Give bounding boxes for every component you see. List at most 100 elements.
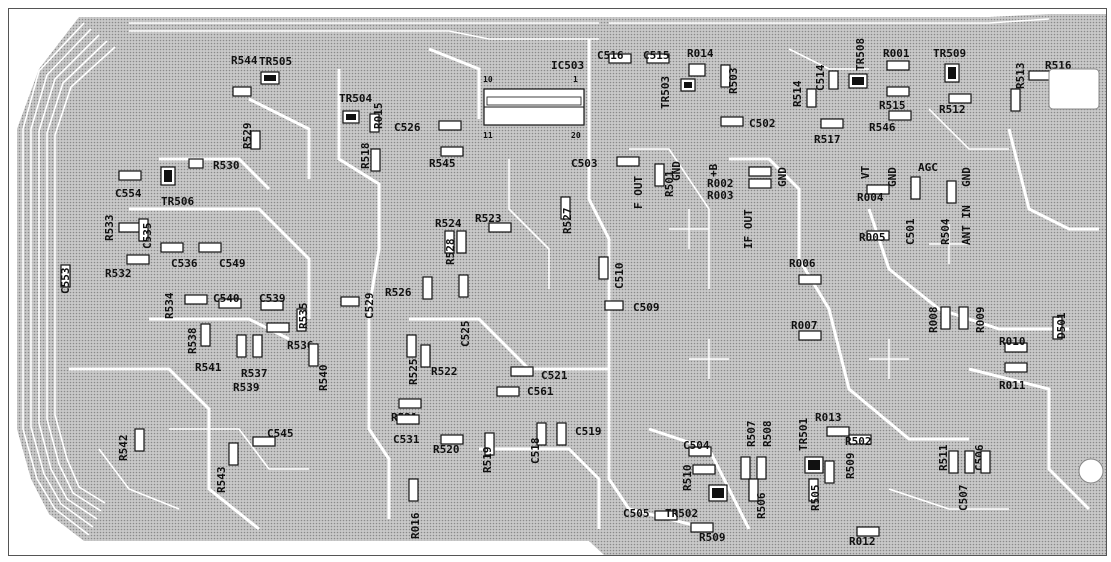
r533-label: R533 (103, 215, 116, 242)
c519-pad (556, 422, 567, 446)
r514-label: R514 (791, 80, 804, 107)
r527-pad (560, 196, 571, 220)
component-c536: C536 (160, 242, 198, 270)
component-r524: R524 (435, 217, 462, 254)
r526-pad (422, 276, 433, 300)
r524-pad (444, 230, 455, 254)
component-r003: R003 (707, 178, 772, 202)
c509-label: C509 (633, 301, 660, 314)
component-r007: R007 (791, 319, 822, 341)
component-r511: R511 (937, 444, 959, 474)
component-c518: C518 (529, 422, 547, 464)
net-agc: AGC (918, 161, 938, 174)
r003-pad (748, 178, 772, 189)
net-vt: VT (859, 165, 872, 179)
r006-pad (798, 274, 822, 285)
net-plus-b: +B (707, 163, 720, 177)
c554-pad (118, 170, 142, 181)
r533-pad (118, 222, 142, 233)
r013-pad (826, 426, 850, 437)
r522-label: R522 (431, 365, 458, 378)
r501-pad (654, 163, 665, 187)
c536-label: C536 (171, 257, 198, 270)
r506-label: R506 (755, 492, 768, 519)
r517-label: R517 (814, 133, 841, 146)
r505-pad (808, 478, 819, 502)
net-f-out: F OUT (632, 176, 645, 209)
component-r512: R512 (939, 93, 972, 116)
c539-pad (260, 300, 284, 311)
r509-pad (824, 460, 835, 484)
component-tr503: TR503 (659, 76, 696, 109)
component-r534: R534 (163, 292, 208, 319)
r001-pad (886, 60, 910, 71)
r513-label: R513 (1014, 63, 1027, 90)
r007-label: R007 (791, 319, 818, 332)
r513-pad (1010, 88, 1021, 112)
net-gnd-4: GND (960, 167, 973, 187)
r532-label: R532 (105, 267, 132, 280)
r545-pad (440, 146, 464, 157)
outline-traces (22, 18, 1050, 536)
r502-label: R502 (845, 435, 872, 448)
r011-label: R011 (999, 379, 1026, 392)
c504-pad (688, 446, 712, 457)
component-r515: R515 (879, 86, 910, 112)
c507-label: C507 (957, 485, 970, 512)
ic-pin-1: 1 (573, 75, 578, 84)
c545-pad (252, 436, 276, 447)
tr505-label: TR505 (259, 55, 292, 68)
component-tr505: TR505 (259, 55, 292, 85)
c561-pad (496, 386, 520, 397)
c535-label: C535 (141, 223, 154, 250)
r536-pad (266, 322, 290, 333)
r538-pad (200, 323, 211, 347)
r001-label: R001 (883, 47, 910, 60)
component-c514: C514 (814, 64, 839, 91)
component-r530: R530 (188, 158, 240, 172)
component-r541: R541 (195, 334, 247, 374)
r514-pad (806, 88, 817, 108)
tr502-body (712, 488, 724, 498)
r509-label: R509 (844, 453, 857, 480)
c510-label: C510 (613, 263, 626, 290)
component-r523: R523 (475, 212, 512, 233)
r525-pad (406, 334, 417, 358)
r014-pad (688, 63, 706, 77)
c540-pad (218, 298, 242, 309)
r537-label: R537 (241, 367, 268, 380)
c507-pad (980, 450, 991, 474)
r540-label: R540 (317, 365, 330, 392)
ic-pin-20: 20 (571, 131, 581, 140)
component-r540: R540 (308, 343, 330, 392)
r524-label: R524 (435, 217, 462, 230)
r501-label: R501 (663, 170, 676, 197)
c501-pad (910, 176, 921, 200)
r507-pad (740, 456, 751, 480)
r543-label: R543 (215, 467, 228, 494)
r544-label: R544 (231, 54, 258, 67)
tr506-label: TR506 (161, 195, 194, 208)
component-r008: R008 (927, 306, 951, 333)
net-if-out: IF OUT (742, 209, 755, 249)
tr501-label: TR501 (797, 418, 810, 451)
c515-label: C515 (643, 49, 670, 62)
r014-label: R014 (687, 47, 714, 60)
r504-pad (946, 180, 957, 204)
c526-label: C526 (394, 121, 421, 134)
r016-label: R016 (409, 512, 422, 539)
component-r002: R002 (707, 166, 772, 190)
c516-label: C516 (597, 49, 624, 62)
r013-label: R013 (815, 411, 842, 424)
r509-label: R509 (699, 531, 726, 544)
net-labels: F OUT IF OUT GND GND GND GND +B VT AGC A… (632, 161, 973, 249)
net-gnd-3: GND (886, 167, 899, 187)
c504-label: C504 (683, 439, 710, 452)
ic-pin-10: 10 (483, 75, 493, 84)
tr505-body (264, 75, 276, 81)
component-r535: R535 (296, 303, 310, 332)
tr506-body (164, 170, 172, 182)
components: TR505R544R529TR504R015R518C526R545IC503C… (59, 38, 1072, 548)
r005-pad (866, 230, 890, 241)
